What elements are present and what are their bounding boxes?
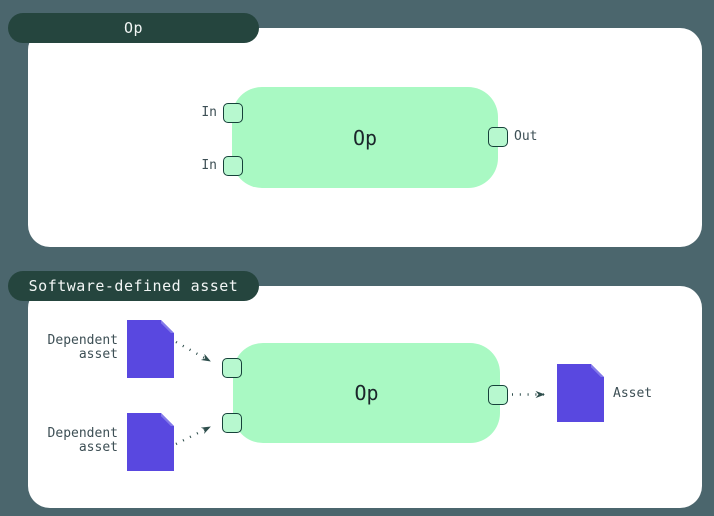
input-port [223,103,243,123]
input-port [222,413,242,433]
output-port [488,385,508,405]
op-panel-title-pill: Op [8,13,259,43]
input-label: In [201,105,217,120]
op-panel-title: Op [123,19,144,37]
sda-panel-title: Software-defined asset [28,277,239,295]
output-port [488,127,508,147]
input-port [223,156,243,176]
op-node: Op [232,87,498,188]
dependent-asset-label: Dependent asset [47,426,118,455]
dependent-asset-document-icon [127,320,174,378]
input-port [222,358,242,378]
op-node: Op [233,343,500,443]
input-label: In [201,158,217,173]
output-label: Out [514,129,538,144]
dependent-asset-document-icon [127,413,174,471]
asset-document-icon [557,364,604,422]
dependent-asset-label: Dependent asset [47,333,118,362]
asset-label: Asset [613,386,653,401]
op-node-label: Op [354,381,379,405]
sda-panel-title-pill: Software-defined asset [8,271,259,301]
op-node-label: Op [352,125,378,150]
